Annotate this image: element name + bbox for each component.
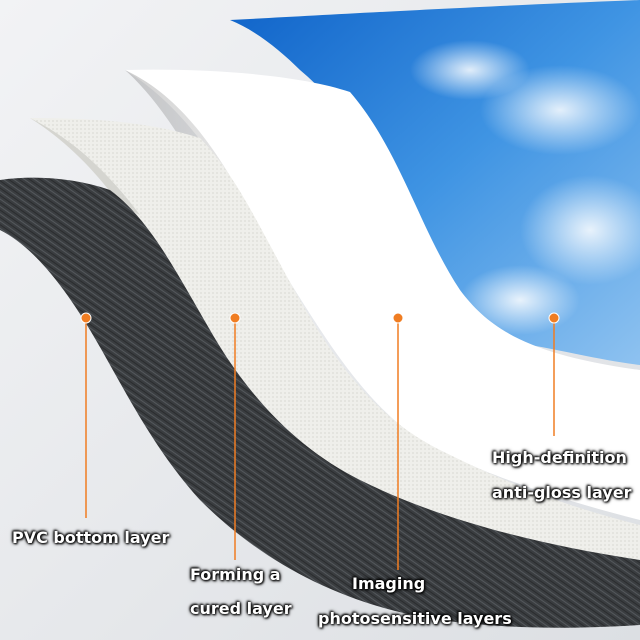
label-imaging-line-1: Imaging [352,569,425,599]
label-forming-line-1: Forming a [190,560,281,590]
callout-pvc [81,313,91,518]
label-hd-line-1: High-definition [492,443,627,473]
label-hd-line-2: anti-gloss layer [492,478,631,508]
label-imaging-line-2: photosensitive layers [318,604,512,634]
label-forming-line-2: cured layer [190,594,292,624]
label-pvc-bottom-layer: PVC bottom layer [12,523,169,553]
